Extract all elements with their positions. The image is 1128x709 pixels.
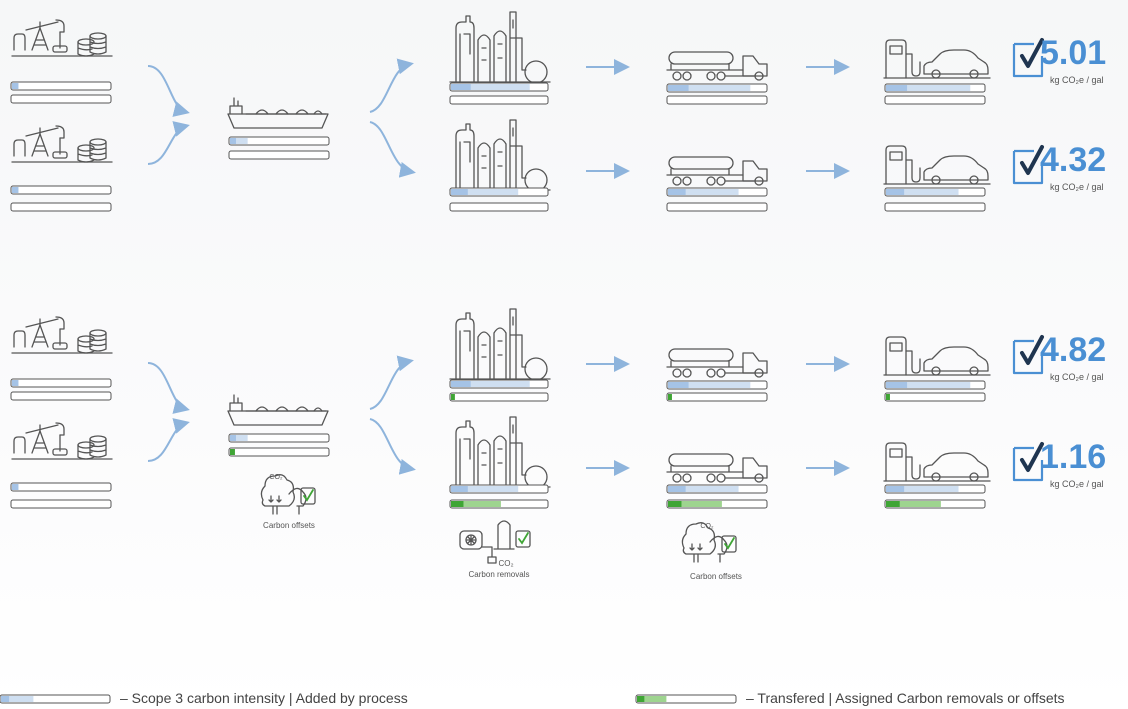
result-unit-2: kg CO₂e / gal: [1050, 182, 1104, 192]
refinery-removals-caption: Carbon removals: [468, 570, 530, 579]
legend-scope3-bar: [0, 694, 111, 704]
truck-tree-co2-label: CO₂: [700, 523, 714, 530]
oil-well-icon: [11, 19, 113, 57]
refinery-icon: [449, 416, 551, 489]
fuel-station-car-icon: [883, 336, 991, 376]
ship-offsets-caption: Carbon offsets: [263, 521, 315, 530]
tanker-ship-icon: [227, 394, 329, 426]
transfer-bar: [884, 392, 986, 402]
transfer-bar: [666, 499, 768, 509]
transfer-bar: [228, 150, 330, 160]
scope3-bar: [10, 185, 112, 195]
scope3-bar: [884, 83, 986, 93]
tanker-truck-icon: [666, 348, 768, 378]
transfer-bar: [10, 202, 112, 212]
flow-arrow: [369, 121, 416, 178]
transfer-bar: [666, 202, 768, 212]
fuel-station-car-icon: [883, 39, 991, 79]
scope3-bar: [884, 484, 986, 494]
checkbox-checked-icon: [1012, 38, 1044, 78]
flow-arrow: [369, 58, 414, 113]
legend-transferred-text: – Transfered | Assigned Carbon removals …: [746, 690, 1065, 706]
flow-arrow: [147, 418, 190, 462]
scope3-bar: [449, 82, 549, 92]
scope3-bar: [449, 484, 549, 494]
flow-arrow: [147, 362, 190, 414]
scope3-bar: [884, 380, 986, 390]
transfer-bar: [884, 499, 986, 509]
refinery-icon: [449, 119, 551, 192]
scope3-bar: [449, 379, 549, 389]
flow-arrow: [369, 355, 414, 410]
scope3-bar: [666, 83, 768, 93]
flow-arrow: [369, 418, 416, 475]
ship-tree-co2-label: CO₂: [269, 474, 283, 481]
scope3-bar: [10, 482, 112, 492]
oil-well-icon: [11, 422, 113, 460]
refinery-icon: [449, 11, 551, 84]
result-value-1: 5.01: [1040, 34, 1107, 72]
refinery-icon: [449, 308, 551, 381]
transfer-bar: [449, 392, 549, 402]
scope3-bar: [666, 187, 768, 197]
transfer-bar: [10, 499, 112, 509]
scope3-bar: [228, 433, 330, 443]
tanker-truck-icon: [666, 51, 768, 81]
scope3-bar: [10, 378, 112, 388]
scope3-bar: [884, 187, 986, 197]
checkbox-checked-icon: [1012, 442, 1044, 482]
fuel-station-car-icon: [883, 442, 991, 482]
truck-offsets-caption: Carbon offsets: [690, 572, 742, 581]
carbon-removal-facility-icon: [459, 520, 531, 564]
transfer-bar: [228, 447, 330, 457]
transfer-bar: [10, 94, 112, 104]
scope3-bar: [228, 136, 330, 146]
legend-scope3-text: – Scope 3 carbon intensity | Added by pr…: [120, 690, 408, 706]
legend-transfer-bar: [635, 694, 737, 704]
result-value-3: 4.82: [1040, 331, 1107, 369]
flow-arrow: [147, 121, 190, 165]
tanker-truck-icon: [666, 156, 768, 186]
carbon-offset-trees-icon: [260, 474, 316, 515]
checkbox-checked-icon: [1012, 145, 1044, 185]
oil-well-icon: [11, 125, 113, 163]
tanker-ship-icon: [227, 97, 329, 129]
result-unit-3: kg CO₂e / gal: [1050, 372, 1104, 382]
result-value-4: 1.16: [1040, 438, 1107, 476]
carbon-offset-trees-icon: [681, 522, 737, 563]
checkbox-checked-icon: [1012, 335, 1044, 375]
tanker-truck-icon: [666, 453, 768, 483]
scope3-bar: [666, 484, 768, 494]
dac-co2-label: CO₂: [498, 559, 514, 568]
scope3-bar: [10, 81, 112, 91]
flow-arrow: [147, 65, 190, 117]
transfer-bar: [666, 392, 768, 402]
transfer-bar: [10, 391, 112, 401]
transfer-bar: [449, 499, 549, 509]
transfer-bar: [884, 95, 986, 105]
oil-well-icon: [11, 316, 113, 354]
transfer-bar: [666, 95, 768, 105]
scope3-bar: [449, 187, 549, 197]
transfer-bar: [884, 202, 986, 212]
result-value-2: 4.32: [1040, 141, 1107, 179]
result-unit-1: kg CO₂e / gal: [1050, 75, 1104, 85]
result-unit-4: kg CO₂e / gal: [1050, 479, 1104, 489]
transfer-bar: [449, 202, 549, 212]
fuel-station-car-icon: [883, 145, 991, 185]
scope3-bar: [666, 380, 768, 390]
transfer-bar: [449, 95, 549, 105]
